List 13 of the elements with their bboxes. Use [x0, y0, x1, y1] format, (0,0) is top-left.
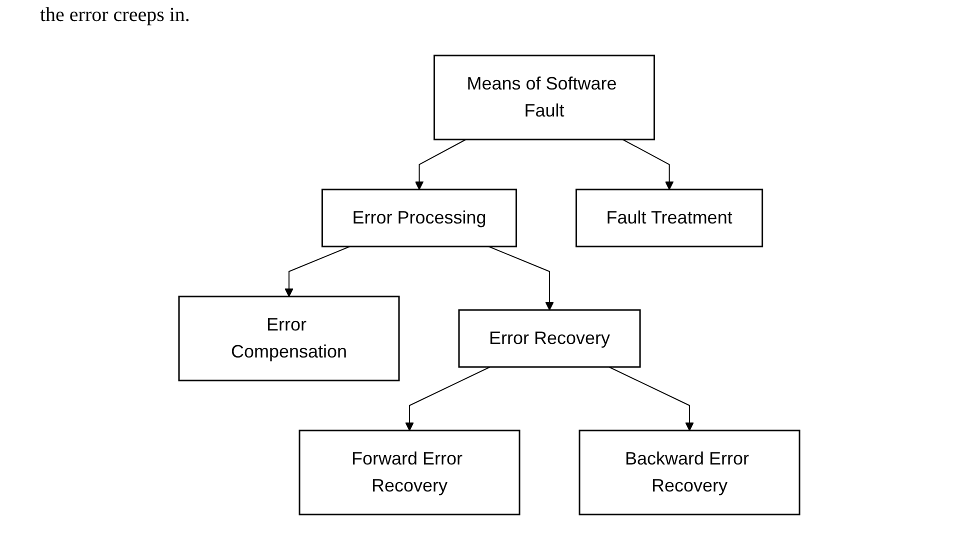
- arrow: [404, 366, 490, 431]
- node-box: Error Compensation: [178, 296, 400, 382]
- node-box: Error Processing: [321, 188, 517, 248]
- node-box: Backward Error Recovery: [578, 430, 800, 516]
- arrow: [284, 246, 350, 297]
- node-box: Forward Error Recovery: [298, 430, 520, 516]
- arrow: [414, 139, 466, 190]
- node-box: Fault Treatment: [575, 188, 763, 248]
- node-box: Error Recovery: [458, 309, 641, 368]
- arrow: [622, 139, 674, 190]
- note-text: the error creeps in.: [40, 4, 190, 27]
- arrow: [608, 366, 694, 431]
- node-box: Means of Software Fault: [433, 54, 655, 140]
